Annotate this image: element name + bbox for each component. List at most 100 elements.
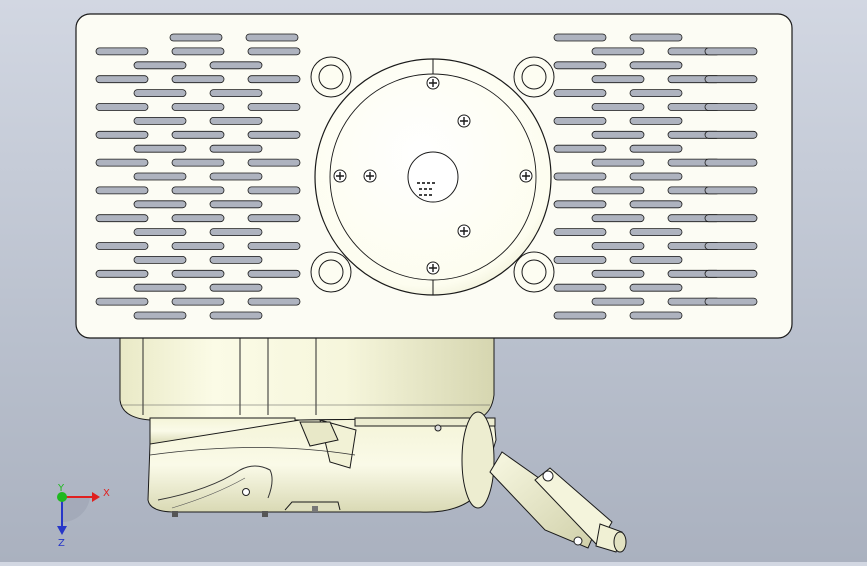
vent-slot xyxy=(95,75,149,84)
vent-slot xyxy=(171,214,225,223)
vent-slot xyxy=(133,255,187,264)
vent-slot xyxy=(95,158,149,167)
screw-cross xyxy=(429,264,437,272)
vent-slot xyxy=(591,269,645,278)
vent-slot xyxy=(704,269,758,278)
vent-slot xyxy=(629,33,683,42)
vent-slot xyxy=(247,186,301,195)
axis-triad: X Y Z xyxy=(57,483,110,549)
vent-slot xyxy=(247,242,301,250)
vent-slot xyxy=(591,130,645,139)
vent-slot xyxy=(704,297,758,306)
screw-cross xyxy=(460,227,468,235)
vent-slot xyxy=(133,172,187,181)
vent-slot xyxy=(704,186,758,195)
vent-slot xyxy=(247,269,301,278)
vent-slot xyxy=(247,158,301,167)
vent-slot xyxy=(629,255,683,264)
screw-cross xyxy=(336,172,344,180)
tool-arm xyxy=(489,451,627,553)
vent-slot xyxy=(553,228,607,237)
vent-slot xyxy=(629,61,683,70)
vent-slot xyxy=(95,186,149,195)
connector-pins xyxy=(417,182,435,196)
vent-slot xyxy=(209,228,263,237)
vent-slot xyxy=(591,103,645,111)
vent-slot xyxy=(171,130,225,139)
vent-slot xyxy=(209,172,263,181)
vent-slot xyxy=(133,200,187,209)
vent-slot xyxy=(553,61,607,70)
vent-slot xyxy=(171,186,225,195)
vent-slot xyxy=(95,103,149,111)
vent-slot xyxy=(704,242,758,250)
screw-cross xyxy=(366,172,374,180)
vent-slot xyxy=(133,89,187,97)
vent-slot xyxy=(209,283,263,292)
vent-slot xyxy=(209,311,263,320)
vent-slot xyxy=(171,75,225,84)
vent-slot xyxy=(704,130,758,139)
vent-slot xyxy=(133,117,187,125)
vent-slot xyxy=(209,255,263,264)
vent-slot xyxy=(591,47,645,56)
vent-slot xyxy=(704,214,758,223)
robot-body xyxy=(119,329,495,421)
vent-slots-left xyxy=(95,33,301,320)
vent-slot xyxy=(247,297,301,306)
vent-slot xyxy=(553,255,607,264)
flange[interactable] xyxy=(310,56,555,296)
vent-slot xyxy=(245,33,299,42)
vent-slot xyxy=(629,144,683,153)
vent-slot xyxy=(629,200,683,209)
vent-slot xyxy=(171,103,225,111)
x-axis-label: X xyxy=(103,488,110,499)
vent-slot xyxy=(553,283,607,292)
y-axis-label: Y xyxy=(57,483,65,494)
vent-slot xyxy=(629,89,683,97)
vent-slot xyxy=(133,61,187,70)
vent-slot xyxy=(209,117,263,125)
vent-slot xyxy=(247,47,301,56)
vent-slot xyxy=(553,144,607,153)
vent-slot xyxy=(629,283,683,292)
vent-slot xyxy=(209,200,263,209)
z-axis-label: Z xyxy=(58,538,65,549)
vent-slot xyxy=(629,172,683,181)
vent-slot xyxy=(591,297,645,306)
vent-slot xyxy=(171,269,225,278)
vent-slot xyxy=(95,130,149,139)
vent-slot xyxy=(95,47,149,56)
vent-slot xyxy=(95,214,149,223)
vent-slot xyxy=(704,47,758,56)
vent-slots-right xyxy=(553,33,758,320)
vent-slot xyxy=(629,228,683,237)
vent-slot xyxy=(133,144,187,153)
vent-slot xyxy=(95,269,149,278)
vent-slot xyxy=(133,311,187,320)
vent-slot xyxy=(171,158,225,167)
vent-slot xyxy=(591,214,645,223)
flange-screws xyxy=(333,76,533,275)
screw-cross xyxy=(522,172,530,180)
vent-slot xyxy=(553,311,607,320)
vent-slot xyxy=(553,89,607,97)
vent-slot xyxy=(247,75,301,84)
vent-slot xyxy=(247,130,301,139)
vent-slot xyxy=(95,297,149,306)
vent-slot xyxy=(553,117,607,125)
vent-slot xyxy=(591,75,645,84)
vent-slot xyxy=(171,242,225,250)
screw-cross xyxy=(460,117,468,125)
vent-slot xyxy=(591,242,645,250)
vent-slot xyxy=(171,47,225,56)
vent-slot xyxy=(704,158,758,167)
vent-slot xyxy=(591,186,645,195)
vent-slot xyxy=(247,214,301,223)
vent-slot xyxy=(553,172,607,181)
flange-lobes xyxy=(310,56,555,293)
vent-slot xyxy=(171,297,225,306)
vent-slot xyxy=(169,33,223,42)
